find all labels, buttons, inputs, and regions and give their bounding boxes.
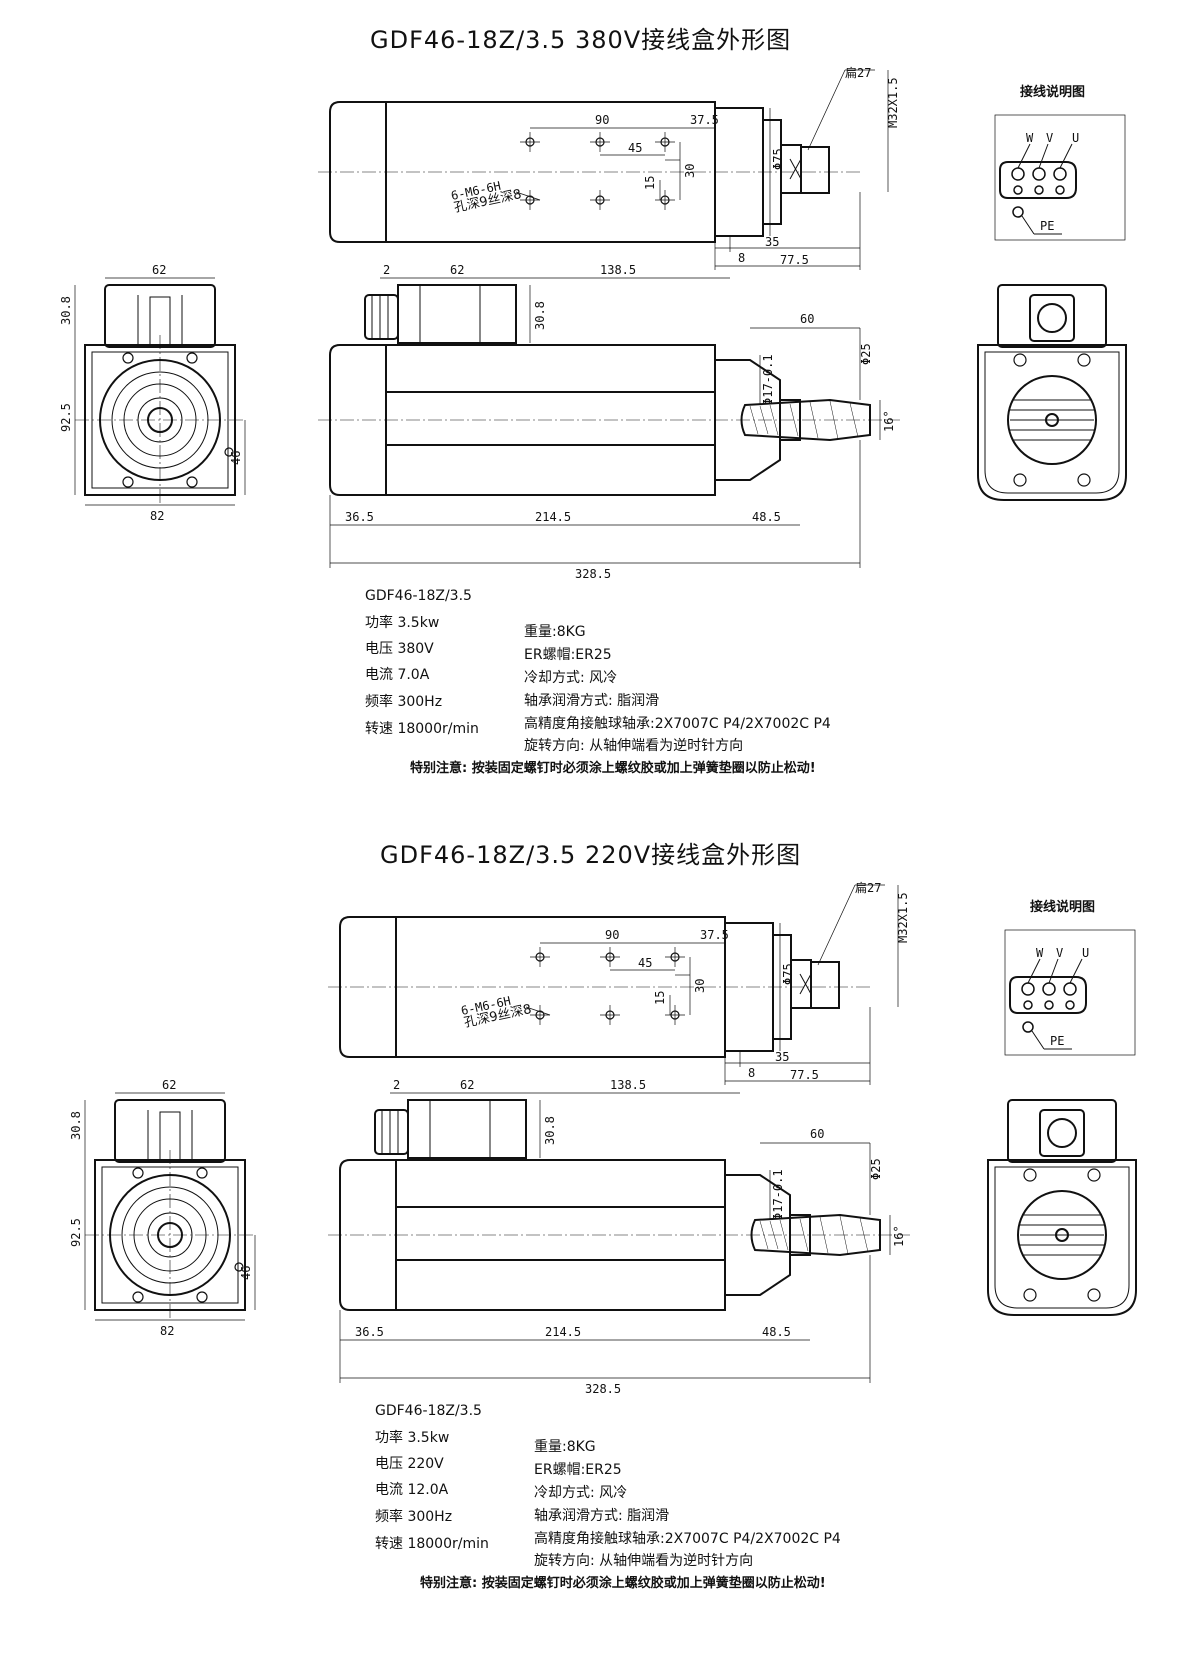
dim-37-5: 37.5 [690,113,719,127]
spec-power: 功率 3.5kw [365,614,439,631]
spec-model: GDF46-18Z/3.5 [375,1403,482,1419]
side-dim-138-5: 138.5 [600,263,636,277]
dim-77-5: 77.5 [780,253,809,267]
end-dim-30-8: 30.8 [69,1111,83,1140]
side-dim-48-5: 48.5 [752,510,781,524]
end-dim-92-5: 92.5 [69,1218,83,1247]
spec-nut: ER螺帽:ER25 [534,1462,622,1478]
side-dim-30-8: 30.8 [533,301,547,330]
dim-15: 15 [653,991,667,1005]
side-dim-phi25: Φ25 [859,343,873,365]
spec-frequency: 频率 300Hz [365,693,442,710]
end-dim-62: 62 [162,1078,176,1092]
side-dim-62: 62 [460,1078,474,1092]
side-dim-60: 60 [810,1127,824,1141]
spec-rotation: 旋转方向: 从轴伸端看为逆时针方向 [534,1553,753,1569]
end-dim-46: 46 [229,451,243,465]
dim-15: 15 [643,176,657,190]
side-dim-328-5: 328.5 [585,1382,621,1396]
terminal-v: V [1046,131,1053,145]
side-dim-2: 2 [383,263,390,277]
terminal-u: U [1082,946,1089,960]
spec-weight: 重量:8KG [534,1439,596,1455]
spec-voltage: 电压 380V [365,641,434,657]
side-dim-60: 60 [800,312,814,326]
end-dim-62: 62 [152,263,166,277]
spec-rotation: 旋转方向: 从轴伸端看为逆时针方向 [524,738,743,754]
end-dim-92-5: 92.5 [59,403,73,432]
spec-speed: 转速 18000r/min [365,721,479,737]
spec-model: GDF46-18Z/3.5 [365,588,472,604]
terminal-pe: PE [1050,1034,1064,1048]
spec-lube: 轴承润滑方式: 脂润滑 [534,1507,669,1524]
terminal-w: W [1036,946,1044,960]
side-dim-16: 16° [882,410,896,432]
spec-note: 特别注意: 按装固定螺钉时必须涂上螺纹胶或加上弹簧垫圈以防止松动! [420,1575,826,1591]
spec-cooling: 冷却方式: 风冷 [534,1485,627,1501]
dim-flat-27: 扁27 [845,66,871,80]
side-dim-phi25: Φ25 [869,1158,883,1180]
terminal-w: W [1026,131,1034,145]
spec-current: 电流 7.0A [365,667,430,683]
side-dim-36-5: 36.5 [355,1325,384,1339]
sheet-title: GDF46-18Z/3.5 380V接线盒外形图 [370,26,791,54]
dim-phi75: Φ75 [781,963,795,985]
dim-phi75: Φ75 [771,148,785,170]
side-dim-48-5: 48.5 [762,1325,791,1339]
dim-8: 8 [748,1066,755,1080]
wiring-title: 接线说明图 [1030,899,1095,915]
terminal-pe: PE [1040,219,1054,233]
dim-35: 35 [765,235,779,249]
spec-cooling: 冷却方式: 风冷 [524,670,617,686]
spec-bearing: 高精度角接触球轴承:2X7007C P4/2X7002C P4 [534,1530,841,1547]
side-dim-phi17: Φ17-0.1 [771,1169,785,1220]
dim-m32: M32X1.5 [896,892,910,943]
end-dim-82: 82 [150,509,164,523]
dim-37-5: 37.5 [700,928,729,942]
dim-90: 90 [595,113,609,127]
dim-45: 45 [638,956,652,970]
dim-35: 35 [775,1050,789,1064]
terminal-v: V [1056,946,1063,960]
side-dim-2: 2 [393,1078,400,1092]
dim-flat-27: 扁27 [855,881,881,895]
spec-voltage: 电压 220V [375,1456,444,1472]
dim-45: 45 [628,141,642,155]
side-dim-62: 62 [450,263,464,277]
terminal-u: U [1072,131,1079,145]
spec-speed: 转速 18000r/min [375,1536,489,1552]
dim-30: 30 [683,164,697,178]
sheet-380v: GDF46-18Z/3.5 380V接线盒外形图 扁27 M32X1.5 90 … [59,26,1127,776]
spec-power: 功率 3.5kw [375,1429,449,1446]
wiring-title: 接线说明图 [1020,84,1085,100]
spec-nut: ER螺帽:ER25 [524,647,612,663]
dim-90: 90 [605,928,619,942]
end-dim-30-8: 30.8 [59,296,73,325]
dim-77-5: 77.5 [790,1068,819,1082]
spec-block: GDF46-18Z/3.5 功率 3.5kw 电压 380V 电流 7.0A 频… [365,588,831,776]
dim-8: 8 [738,251,745,265]
spec-weight: 重量:8KG [524,624,586,640]
side-dim-328-5: 328.5 [575,567,611,581]
spec-lube: 轴承润滑方式: 脂润滑 [524,692,659,709]
side-dim-36-5: 36.5 [345,510,374,524]
dim-m32: M32X1.5 [886,77,900,128]
side-dim-16: 16° [892,1225,906,1247]
end-dim-46: 46 [239,1266,253,1280]
dim-30: 30 [693,979,707,993]
side-dim-214-5: 214.5 [535,510,571,524]
side-dim-30-8: 30.8 [543,1116,557,1145]
sheet-220v: GDF46-18Z/3.5 220V接线盒外形图 扁27 M32X1.5 90 … [69,841,1137,1591]
side-dim-138-5: 138.5 [610,1078,646,1092]
spec-current: 电流 12.0A [375,1482,449,1498]
spec-frequency: 频率 300Hz [375,1508,452,1525]
sheet-title: GDF46-18Z/3.5 220V接线盒外形图 [380,841,801,869]
spec-note: 特别注意: 按装固定螺钉时必须涂上螺纹胶或加上弹簧垫圈以防止松动! [410,760,816,776]
side-dim-phi17: Φ17-0.1 [761,354,775,405]
end-dim-82: 82 [160,1324,174,1338]
spec-block: GDF46-18Z/3.5 功率 3.5kw 电压 220V 电流 12.0A … [375,1403,841,1591]
side-dim-214-5: 214.5 [545,1325,581,1339]
spec-bearing: 高精度角接触球轴承:2X7007C P4/2X7002C P4 [524,715,831,732]
